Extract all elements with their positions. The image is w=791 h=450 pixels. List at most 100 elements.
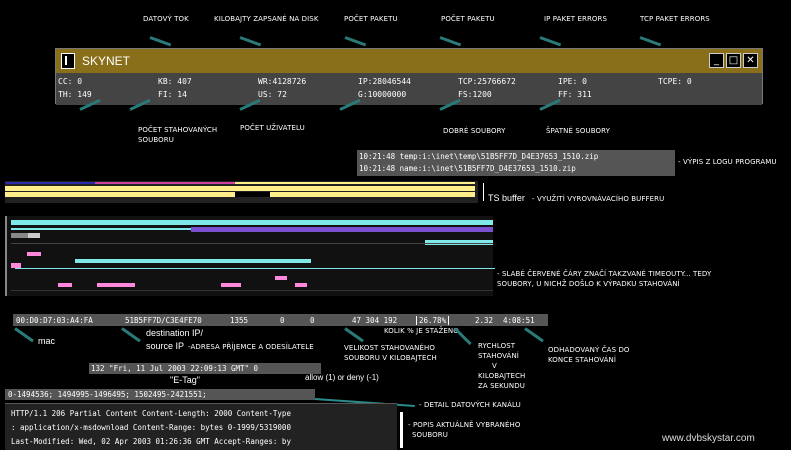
label-ts-buffer: TS buffer <box>488 193 525 203</box>
label-ip-paket-errors: IP PAKET ERRORS <box>544 15 608 23</box>
label-tcp-paket-errors: TCP PAKET ERRORS <box>640 15 710 23</box>
watermark: www.dvbskystar.com <box>662 433 755 444</box>
etag-box: 132 "Fri, 11 Jul 2003 22:09:13 GMT" 0 <box>89 363 321 374</box>
detail-line: : application/x-msdownload Content-Range… <box>11 423 291 432</box>
label-rychlost-2: STAHOVÁNÍ <box>478 352 519 360</box>
label-velikost-2: SOUBORU V KILOBAJTECH <box>344 354 437 362</box>
timeout-bar[interactable] <box>58 283 72 287</box>
stats-panel: CC: 0 TH: 149 KB: 407 FI: 14 WR:4128726 … <box>56 73 762 105</box>
connection-bar[interactable] <box>11 220 493 225</box>
label-kolik-procent: KOLIK % JE STAŽENO <box>384 327 459 335</box>
connection-bar[interactable] <box>191 227 493 232</box>
detail-line: HTTP/1.1 206 Partial Content Content-Len… <box>11 409 291 418</box>
conn-port: 1355 <box>230 316 249 325</box>
stat-g: G:10000000 <box>358 90 407 99</box>
label-kilobajty-zapsane: KILOBAJTY ZAPSANÉ NA DISK <box>214 15 319 23</box>
detail-line: Last-Modified: Wed, 02 Apr 2003 01:26:36… <box>11 437 291 446</box>
etag-value: 132 "Fri, 11 Jul 2003 22:09:13 GMT" 0 <box>91 364 259 373</box>
label-popis-2: SOUBORU <box>412 431 448 439</box>
label-popis-1: - POPIS AKTUÁLNĚ VYBRANÉHO <box>408 421 521 429</box>
stat-ip: IP:28046544 <box>358 77 411 86</box>
minimize-button[interactable]: _ <box>709 53 724 68</box>
stat-tcp: TCP:25766672 <box>458 77 516 86</box>
timeout-bar[interactable] <box>27 252 41 256</box>
label-datovy-tok: DATOVÝ TOK <box>143 15 189 23</box>
label-rychlost-4: KILOBAJTECH <box>478 372 526 380</box>
label-spatne-soubory: ŠPATNÉ SOUBORY <box>546 127 610 135</box>
close-button[interactable]: ✕ <box>743 53 758 68</box>
stat-ff: FF: 311 <box>558 90 592 99</box>
label-destination: destination IP/ <box>146 328 204 338</box>
label-mac: mac <box>38 336 56 346</box>
label-rychlost-1: RYCHLOST <box>478 342 516 350</box>
callout-line <box>344 327 364 343</box>
callout-line <box>14 327 34 343</box>
label-souboru: SOUBORU <box>138 136 174 144</box>
log-panel: 10:21:48 temp:i:\inet\temp\51B5FF7D_D4E3… <box>357 150 675 176</box>
label-adresa: -ADRESA PŘÍJEMCE A ODESÍLATELE <box>188 343 314 351</box>
label-vypis-logu: - VÝPIS Z LOGU PROGRAMU <box>678 158 777 166</box>
label-odhad-2: KONCE STAHOVÁNÍ <box>548 356 617 364</box>
conn-time: 4:08:51 <box>503 316 535 325</box>
label-pocet-stahovanych: POČET STAHOVANÝCH <box>138 126 218 134</box>
channels-value: 0-1494536; 1494995-1496495; 1502495-2421… <box>8 390 207 399</box>
callout-line <box>121 327 141 343</box>
stat-tcpe: TCPE: 0 <box>658 77 692 86</box>
label-rychlost-3: V <box>492 362 497 370</box>
stat-cc: CC: 0 <box>58 77 83 86</box>
label-velikost-1: VELIKOST STAHOVANÉHO <box>344 344 436 352</box>
divider <box>400 412 403 448</box>
callout-line <box>524 327 544 343</box>
callout-line <box>453 327 472 346</box>
stat-kb: KB: 407 <box>158 77 192 86</box>
label-timeouts-1: - SLABÉ ČERVENÉ ČÁRY ZNAČÍ TAKZVANÉ TIME… <box>497 270 712 278</box>
timeout-bar[interactable] <box>97 283 135 287</box>
conn-size: 47 304 192 <box>352 316 398 325</box>
label-dobre-soubory: DOBRÉ SOUBORY <box>443 127 506 135</box>
detail-panel: HTTP/1.1 206 Partial Content Content-Len… <box>5 403 397 450</box>
conn-dest: 51B5FF7D/C3E4FE70 <box>125 316 202 325</box>
label-detail-kanalu: - DETAIL DATOVÝCH KANÁLU <box>419 401 521 409</box>
callout-line <box>639 36 662 47</box>
stat-fs: FS:1200 <box>458 90 492 99</box>
conn-mac: 00:D0:D7:03:A4:FA <box>16 316 93 325</box>
stat-wr: WR:4128726 <box>258 77 307 86</box>
title-bar[interactable]: SKYNET _ □ ✕ <box>56 49 762 73</box>
callout-line <box>439 36 462 47</box>
app-logo-icon <box>61 53 75 69</box>
label-vyuziti-bufferu: - VYUŽITÍ VYROVNÁVACÍHO BUFFERU <box>532 195 665 203</box>
window-title: SKYNET <box>82 54 131 68</box>
callout-line <box>539 36 562 47</box>
stat-us: US: 72 <box>258 90 287 99</box>
callout-line <box>239 36 262 47</box>
conn-percent: 26.78% <box>416 316 450 325</box>
label-source: source IP <box>146 341 185 351</box>
stat-fi: FI: 14 <box>158 90 187 99</box>
label-pocet-paketu-ip: POČET PAKETU <box>344 15 398 23</box>
label-pocet-uzivatelu: POČET UŽIVATELU <box>240 124 305 132</box>
ts-buffer-graph <box>5 181 478 203</box>
label-pocet-paketu-tcp: POČET PAKETU <box>441 15 495 23</box>
callout-line <box>149 36 172 47</box>
skynet-window: SKYNET _ □ ✕ CC: 0 TH: 149 KB: 407 FI: 1… <box>55 48 763 105</box>
connection-row[interactable]: 00:D0:D7:03:A4:FA 51B5FF7D/C3E4FE70 1355… <box>13 314 548 326</box>
connection-bar[interactable] <box>425 240 493 245</box>
label-etag: "E-Tag" <box>170 375 200 385</box>
conn-zero: 0 <box>310 316 315 325</box>
stat-th: TH: 149 <box>58 90 92 99</box>
label-timeouts-2: SOUBORY, U NICHŽ DOŠLO K VÝPADKU STAHOVÁ… <box>497 280 680 288</box>
connection-bar[interactable] <box>75 259 311 263</box>
timeout-bar[interactable] <box>295 283 307 287</box>
channels-box: 0-1494536; 1494995-1496495; 1502495-2421… <box>5 389 315 400</box>
log-line: 10:21:48 temp:i:\inet\temp\51B5FF7D_D4E3… <box>359 152 599 161</box>
log-line: 10:21:48 name:i:\inet\51B5FF7D_D4E37653_… <box>359 164 576 173</box>
timeout-bar[interactable] <box>275 276 287 280</box>
divider <box>483 183 484 201</box>
label-odhad-1: ODHADOVANÝ ČAS DO <box>548 346 630 354</box>
callout-line <box>344 36 367 47</box>
conn-speed: 2.32 <box>475 316 494 325</box>
label-allow-deny: allow (1) or deny (-1) <box>305 373 379 382</box>
label-rychlost-5: ZA SEKUNDU <box>478 382 525 390</box>
timeout-bar[interactable] <box>221 283 241 287</box>
maximize-button[interactable]: □ <box>726 53 741 68</box>
